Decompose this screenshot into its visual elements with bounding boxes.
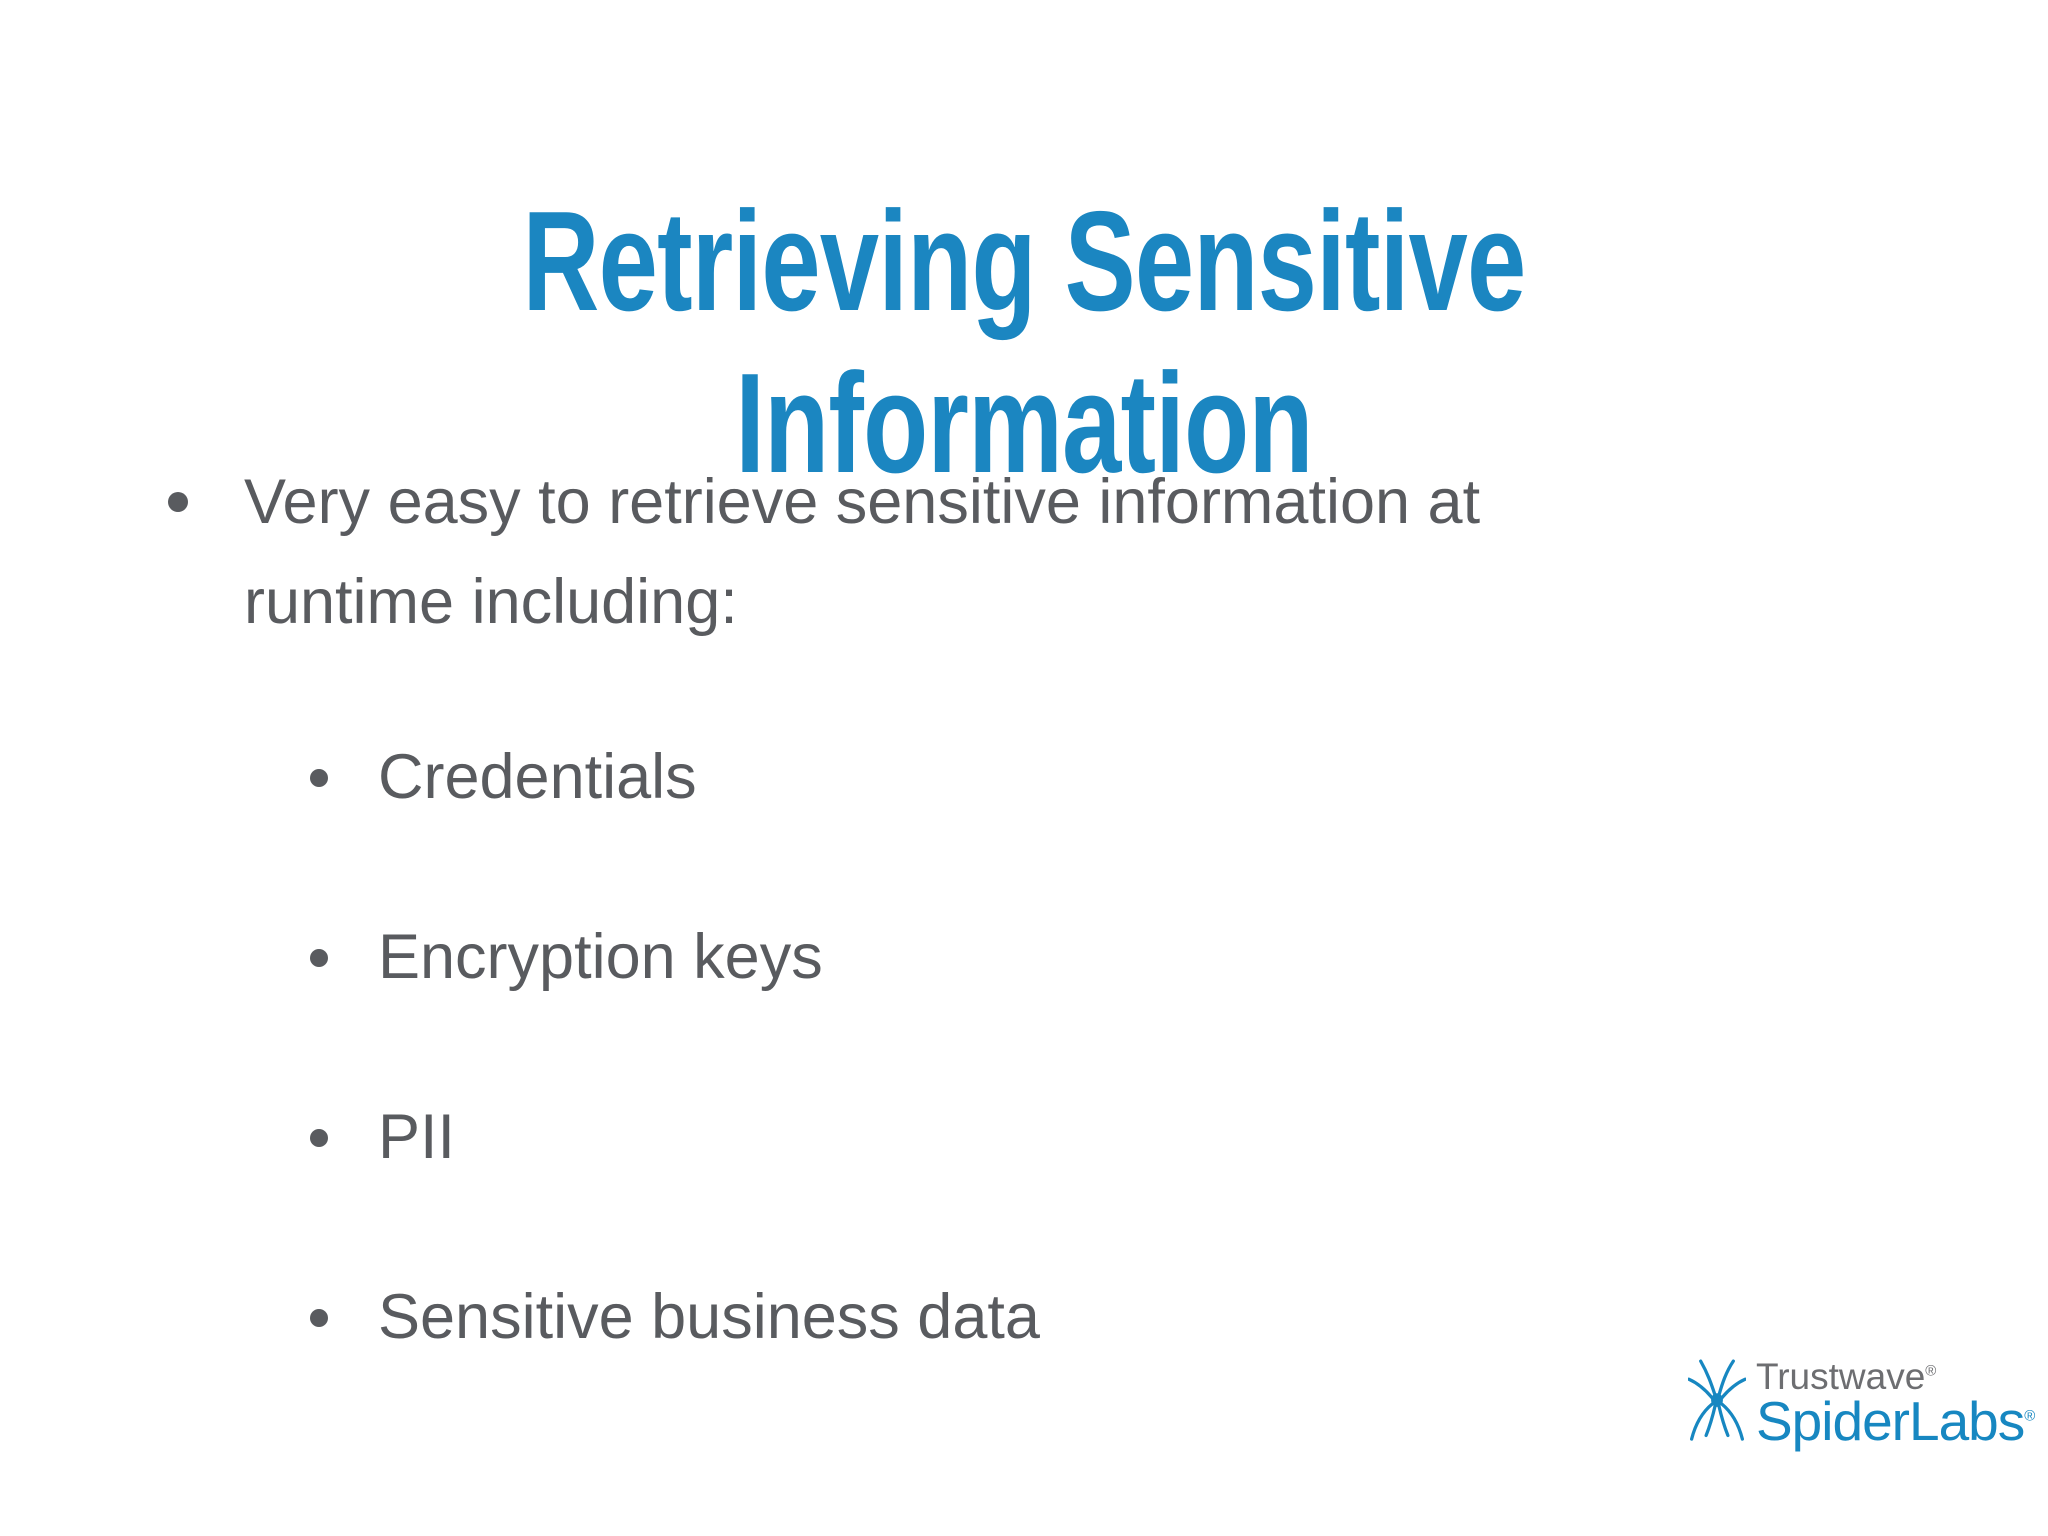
spider-icon (1688, 1359, 1746, 1441)
bullet-list: Very easy to retrieve sensitive informat… (168, 452, 1868, 1447)
bullet-icon (310, 769, 328, 787)
list-item: Credentials (310, 727, 1868, 827)
registered-trademark-icon: ® (1925, 1362, 1937, 1380)
trustwave-spiderlabs-logo: Trustwave® SpiderLabs® (1688, 1358, 2035, 1449)
list-item: Encryption keys (310, 907, 1868, 1007)
bullet-icon (310, 1129, 328, 1147)
slide-title-line-2: Information (735, 344, 1313, 504)
sub-bullet-label: Credentials (378, 742, 697, 812)
registered-trademark-icon: ® (2024, 1407, 2035, 1425)
slide-title: Retrieving Sensitive Information (0, 181, 2048, 505)
logo-brand-name: Trustwave® (1756, 1358, 2034, 1395)
logo-product-name: SpiderLabs® (1756, 1394, 2035, 1449)
list-item: Sensitive business data (310, 1267, 1868, 1367)
sub-bullet-label: Encryption keys (378, 922, 823, 992)
list-item: PII (310, 1087, 1868, 1187)
sub-bullet-label: PII (378, 1102, 456, 1172)
bullet-text-line-2: runtime including: (244, 567, 738, 637)
bullet-icon (310, 1309, 328, 1327)
bullet-text-line-1: Very easy to retrieve sensitive informat… (244, 467, 1481, 537)
sub-bullet-list: Credentials Encryption keys PII Sensitiv… (310, 727, 1868, 1367)
logo-brand-label: Trustwave (1756, 1356, 1926, 1397)
list-item: Very easy to retrieve sensitive informat… (168, 452, 1868, 652)
logo-text: Trustwave® SpiderLabs® (1756, 1358, 2035, 1449)
bullet-icon (310, 949, 328, 967)
logo-product-label: SpiderLabs (1756, 1390, 2025, 1452)
bullet-text: Very easy to retrieve sensitive informat… (244, 452, 1480, 652)
bullet-icon (168, 492, 188, 512)
sub-bullet-label: Sensitive business data (378, 1282, 1040, 1352)
slide-title-line-1: Retrieving Sensitive (522, 182, 1526, 342)
